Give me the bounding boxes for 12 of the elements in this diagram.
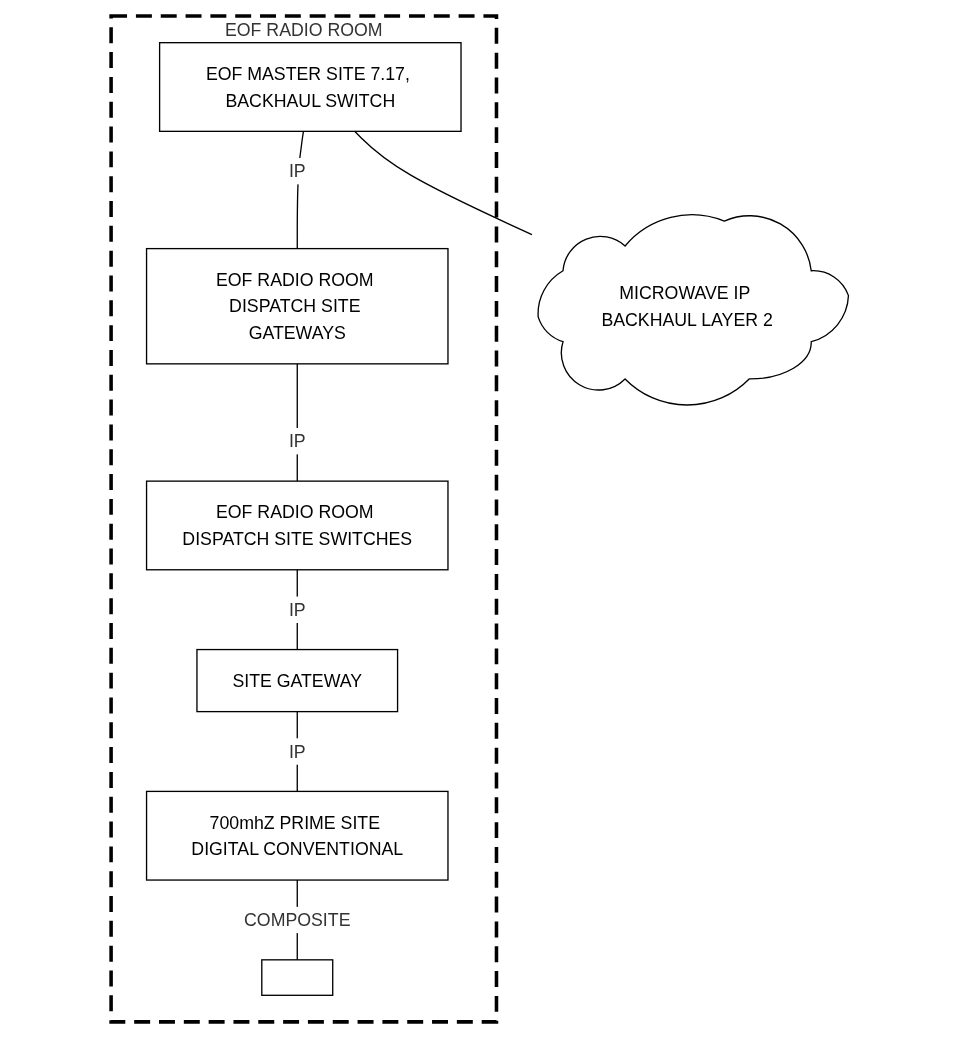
- connector: [354, 130, 533, 236]
- edge-label: IP: [289, 161, 306, 181]
- node-box: EOF RADIO ROOM DISPATCH SITE GATEWAYS: [146, 247, 449, 365]
- node-box: 700mhZ PRIME SITE DIGITAL CONVENTIONAL: [146, 790, 449, 881]
- edge-label: IP: [289, 741, 306, 762]
- node-box: [261, 959, 334, 996]
- edge-label: COMPOSITE: [244, 910, 351, 930]
- node-box: SITE GATEWAY: [196, 648, 399, 713]
- node-box: EOF MASTER SITE 7.17, BACKHAUL SWITCH: [159, 42, 462, 132]
- node-box: EOF RADIO ROOM DISPATCH SITE SWITCHES: [146, 480, 449, 571]
- edge-label: IP: [289, 599, 306, 620]
- edge-label: IP: [289, 431, 306, 451]
